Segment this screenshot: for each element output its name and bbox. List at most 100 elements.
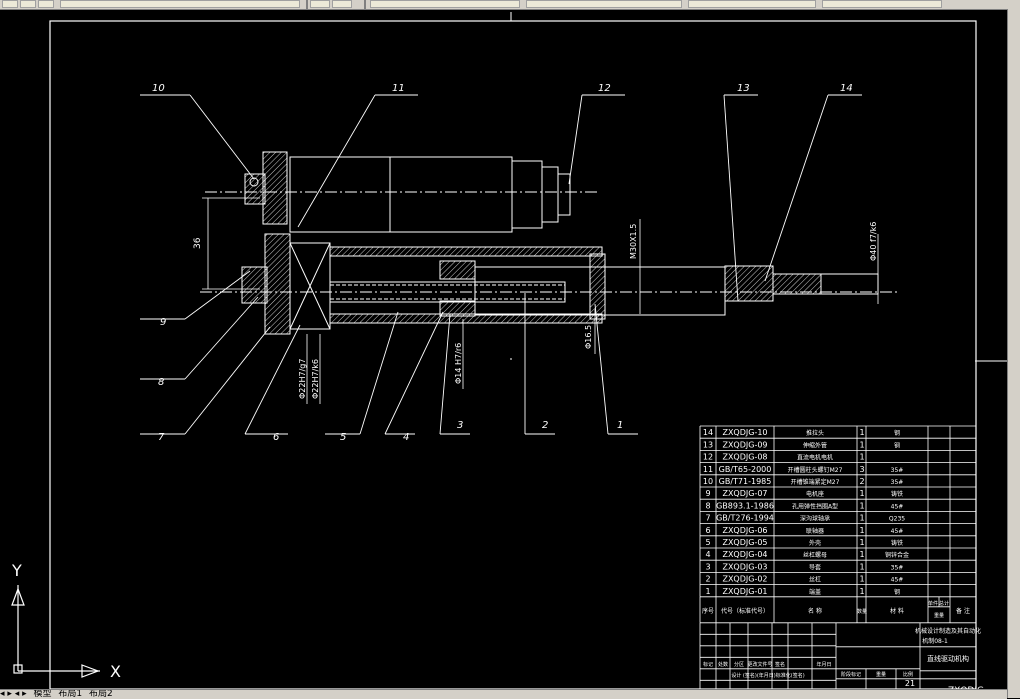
bom-row-name: 伸缩外管 bbox=[803, 441, 827, 449]
bom-row-code: GB/T71-1985 bbox=[719, 477, 772, 486]
bom-row-no: 11 bbox=[703, 465, 713, 474]
plotstyle-dropdown[interactable] bbox=[822, 0, 942, 8]
bom-row-name: 导套 bbox=[809, 563, 821, 571]
leader-label-8: 8 bbox=[158, 377, 164, 388]
leader-label-1: 1 bbox=[617, 420, 623, 431]
bom-row-code: GB893.1-1986 bbox=[716, 501, 774, 510]
bom-row-code: ZXQDJG-01 bbox=[722, 587, 767, 596]
dim-phi14: Φ14 H7/r6 bbox=[454, 343, 463, 384]
bom-header-code: 代号（标准代号） bbox=[721, 607, 769, 615]
tab-model[interactable]: 模型 bbox=[33, 689, 52, 699]
drawing-border bbox=[49, 20, 977, 689]
bom-header-weight: 重量 bbox=[934, 612, 944, 619]
dim-m30: M30X1.5 bbox=[629, 224, 638, 259]
bom-row-no: 10 bbox=[703, 477, 713, 486]
ucs-icon: Y X bbox=[11, 561, 121, 681]
bom-row-qty: 1 bbox=[859, 428, 864, 437]
bom-row-qty: 1 bbox=[859, 562, 864, 571]
linetype-dropdown[interactable] bbox=[526, 0, 682, 8]
bom-row-qty: 1 bbox=[859, 514, 864, 523]
toolbar bbox=[0, 0, 1020, 10]
bom-row-code: ZXQDJG-10 bbox=[722, 428, 767, 437]
bom-header-material: 材 料 bbox=[890, 607, 904, 615]
bom-row-qty: 1 bbox=[859, 587, 864, 596]
toolbar-button-3[interactable] bbox=[38, 0, 54, 8]
title-sign-label: 更改文件号 bbox=[747, 661, 772, 668]
lineweight-dropdown[interactable] bbox=[688, 0, 816, 8]
title-sign-row2: 设计 (签名)(年月日)标准化(签名) bbox=[731, 672, 804, 679]
leader-label-13: 13 bbox=[737, 83, 750, 94]
leader-label-12: 12 bbox=[598, 83, 611, 94]
dim-36: 36 bbox=[193, 237, 203, 249]
bom-header-qty: 数量 bbox=[857, 608, 867, 615]
bom-row-material: 铸铁 bbox=[891, 490, 903, 498]
bom-header-no: 序号 bbox=[702, 607, 714, 615]
bom-row-qty: 3 bbox=[859, 465, 864, 474]
tab-nav-icon[interactable]: ◂ ▸ ◂ ▸ bbox=[0, 689, 27, 699]
bom-row-material: 铜锌合金 bbox=[885, 551, 909, 559]
bom-row-no: 1 bbox=[705, 587, 710, 596]
title-block: 机械设计制造及其自动化机制08-1直线驱动机构21ZXQDJG阶段标记重量比例标… bbox=[699, 622, 984, 689]
bom-row-no: 5 bbox=[705, 538, 710, 547]
leader-label-11: 11 bbox=[392, 83, 405, 94]
bom-row-material: Q235 bbox=[889, 516, 905, 523]
bom-row-code: ZXQDJG-07 bbox=[722, 489, 767, 498]
dim-fit2: Φ22H7/k6 bbox=[311, 359, 320, 399]
title-sign-label: 签名 bbox=[775, 661, 785, 668]
drawing-canvas[interactable]: 36 M30X1.5 Φ40 f7/k6 Φ16.5 Φ14 H7/r6 Φ22… bbox=[0, 9, 1007, 689]
toolbar-button-1[interactable] bbox=[2, 0, 18, 8]
bom-row-material: 35# bbox=[891, 479, 904, 486]
bom-row-qty: 1 bbox=[859, 526, 864, 535]
bom-row-code: GB/T276-1994 bbox=[716, 514, 774, 523]
bom-row-qty: 1 bbox=[859, 501, 864, 510]
leader-label-7: 7 bbox=[158, 432, 165, 443]
bom-row-material: 钢 bbox=[894, 441, 900, 449]
bom-row-qty: 1 bbox=[859, 453, 864, 462]
ucs-y-label: Y bbox=[11, 561, 22, 580]
leader-label-10: 10 bbox=[152, 83, 165, 94]
bom-row-qty: 1 bbox=[859, 538, 864, 547]
toolbar-button-2[interactable] bbox=[20, 0, 36, 8]
bom-row-no: 4 bbox=[705, 550, 710, 559]
bom-row-name: 开槽锥端紧定M27 bbox=[791, 478, 840, 486]
tab-layout2[interactable]: 布局2 bbox=[89, 689, 113, 699]
dim-fit1: Φ22H7/g7 bbox=[298, 359, 307, 399]
bom-row-name: 联轴器 bbox=[806, 527, 824, 535]
bom-row-no: 6 bbox=[705, 526, 710, 535]
leader-label-2: 2 bbox=[542, 420, 548, 431]
bom-row-no: 3 bbox=[705, 562, 710, 571]
dim-phi40: Φ40 f7/k6 bbox=[869, 222, 878, 261]
title-weight: 重量 bbox=[876, 671, 886, 678]
title-sign-label: 分区 bbox=[734, 661, 744, 668]
bom-row-qty: 1 bbox=[859, 550, 864, 559]
toolbar-button-4[interactable] bbox=[310, 0, 330, 8]
toolbar-button-5[interactable] bbox=[332, 0, 352, 8]
leaders-top: 10 11 12 13 14 bbox=[140, 83, 862, 302]
leaders-bottom: 9 8 7 6 5 4 3 2 1 bbox=[140, 270, 638, 443]
bom-row-code: ZXQDJG-09 bbox=[722, 440, 767, 449]
title-sheet: 21 bbox=[905, 679, 915, 688]
bom-row-material: 钢 bbox=[894, 429, 900, 437]
bom-row-name: 电机座 bbox=[806, 490, 824, 498]
bom-header-unit-weight: 单件 bbox=[928, 600, 938, 607]
bom-row-no: 9 bbox=[705, 489, 710, 498]
layout-tabs-bar: ◂ ▸ ◂ ▸ 模型 布局1 布局2 bbox=[0, 689, 1007, 699]
title-sub: 机制08-1 bbox=[922, 637, 948, 645]
bom-row-qty: 1 bbox=[859, 440, 864, 449]
color-dropdown[interactable] bbox=[370, 0, 520, 8]
bom-row-qty: 1 bbox=[859, 575, 864, 584]
bom-row-name: 推拉头 bbox=[806, 429, 824, 437]
bom-row-no: 8 bbox=[705, 501, 710, 510]
bom-row-no: 14 bbox=[703, 428, 713, 437]
layer-dropdown[interactable] bbox=[60, 0, 300, 8]
vertical-scrollbar[interactable] bbox=[1007, 9, 1020, 698]
bom-row-no: 12 bbox=[703, 453, 713, 462]
title-sign-label: 年月日 bbox=[816, 661, 831, 668]
tab-layout1[interactable]: 布局1 bbox=[58, 689, 83, 699]
leader-label-3: 3 bbox=[457, 420, 463, 431]
bom-row-no: 13 bbox=[703, 440, 713, 449]
title-scale: 比例 bbox=[903, 671, 913, 678]
bom-row-qty: 1 bbox=[859, 489, 864, 498]
bom-row-code: ZXQDJG-03 bbox=[722, 562, 767, 571]
